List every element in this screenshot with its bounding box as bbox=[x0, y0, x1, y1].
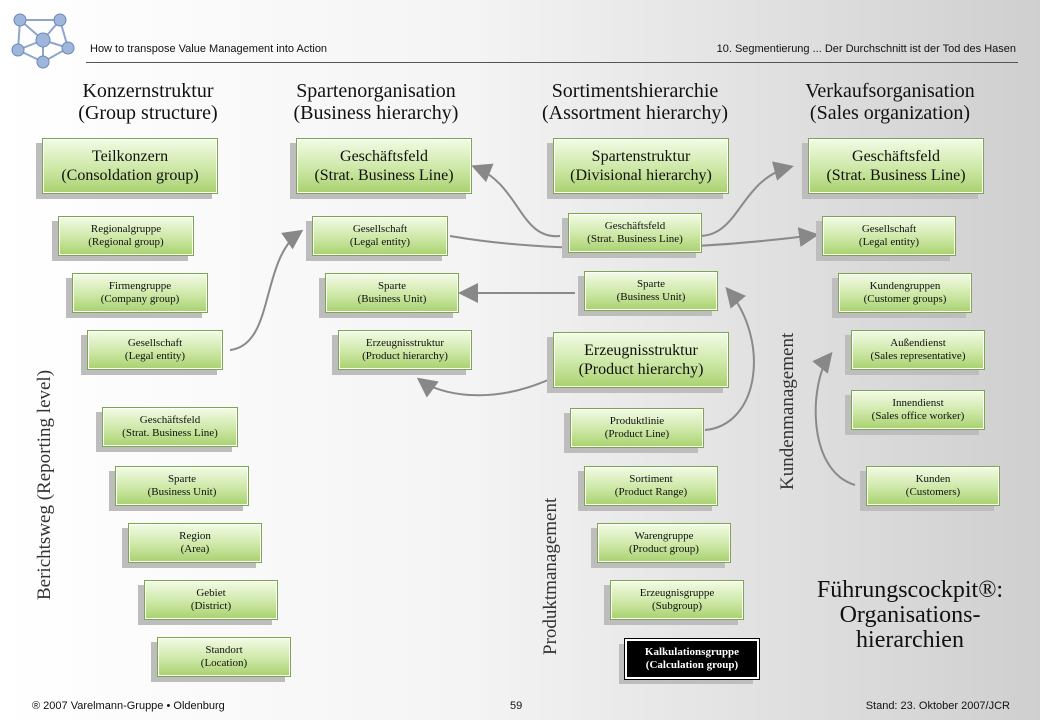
box-geschaeftsfeld-sales: Geschäftsfeld(Strat. Business Line) bbox=[808, 138, 984, 194]
box-innendienst: Innendienst(Sales office worker) bbox=[851, 390, 985, 430]
header-section: 10. Segmentierung ... Der Durchschnitt i… bbox=[716, 43, 1016, 55]
footer-date: Stand: 23. Oktober 2007/JCR bbox=[865, 700, 1010, 712]
column-title-business: Spartenorganisation(Business hierarchy) bbox=[293, 80, 459, 124]
box-aussendienst: Außendienst(Sales representative) bbox=[851, 330, 985, 370]
box-erzeugnisgruppe: Erzeugnisgruppe(Subgroup) bbox=[610, 580, 744, 620]
box-sortiment: Sortiment(Product Range) bbox=[584, 466, 718, 506]
box-sparte-business: Sparte(Business Unit) bbox=[325, 273, 459, 313]
box-gesellschaft-business: Gesellschaft(Legal entity) bbox=[312, 216, 448, 256]
column-title-sales: Verkaufsorganisation(Sales organization) bbox=[805, 80, 975, 124]
box-geschaeftsfeld-assortment: Geschäftsfeld(Strat. Business Line) bbox=[568, 213, 702, 253]
box-erzeugnisstruktur-business: Erzeugnisstruktur(Product hierarchy) bbox=[338, 330, 472, 370]
cockpit-title: Führungscockpit®: Organisations- hierarc… bbox=[816, 577, 1004, 653]
box-region: Region(Area) bbox=[128, 523, 262, 563]
column-title-assortment: Sortimentshierarchie(Assortment hierarch… bbox=[541, 80, 729, 124]
box-geschaeftsfeld-group: Geschäftsfeld(Strat. Business Line) bbox=[102, 407, 238, 447]
header-divider bbox=[86, 62, 1018, 63]
box-sparte-assortment: Sparte(Business Unit) bbox=[584, 271, 718, 311]
box-spartenstruktur: Spartenstruktur(Divisional hierarchy) bbox=[553, 138, 729, 194]
box-kalkulationsgruppe: Kalkulationsgruppe(Calculation group) bbox=[624, 638, 760, 680]
box-gebiet: Gebiet(District) bbox=[144, 580, 278, 620]
box-produktlinie: Produktlinie(Product Line) bbox=[570, 408, 704, 448]
footer-page-number: 59 bbox=[510, 700, 523, 712]
box-standort: Standort(Location) bbox=[157, 637, 291, 677]
label-customer-management: Kundenmanagement bbox=[777, 332, 798, 490]
label-reporting-level: Berichtsweg (Reporting level) bbox=[34, 369, 55, 600]
box-warengruppe: Warengruppe(Product group) bbox=[597, 523, 731, 563]
box-kunden: Kunden(Customers) bbox=[866, 466, 1000, 506]
box-kundengruppen: Kundengruppen(Customer groups) bbox=[838, 273, 972, 313]
footer-copyright: ® 2007 Varelmann-Gruppe • Oldenburg bbox=[32, 700, 225, 712]
box-sparte-group: Sparte(Business Unit) bbox=[115, 466, 249, 506]
box-geschaeftsfeld-business: Geschäftsfeld(Strat. Business Line) bbox=[296, 138, 472, 194]
box-teilkonzern: Teilkonzern(Consoldation group) bbox=[42, 138, 218, 194]
box-gesellschaft-sales: Gesellschaft(Legal entity) bbox=[822, 216, 956, 256]
box-regionalgruppe: Regionalgruppe(Regional group) bbox=[58, 216, 194, 256]
box-firmengruppe: Firmengruppe(Company group) bbox=[72, 273, 208, 313]
box-gesellschaft-group: Gesellschaft(Legal entity) bbox=[87, 330, 223, 370]
label-product-management: Produktmanagement bbox=[540, 497, 561, 655]
network-logo-icon bbox=[11, 13, 75, 69]
column-title-group: Konzernstruktur(Group structure) bbox=[78, 80, 218, 124]
header-title: How to transpose Value Management into A… bbox=[90, 43, 328, 55]
box-erzeugnisstruktur-assortment: Erzeugnisstruktur(Product hierarchy) bbox=[553, 332, 729, 388]
